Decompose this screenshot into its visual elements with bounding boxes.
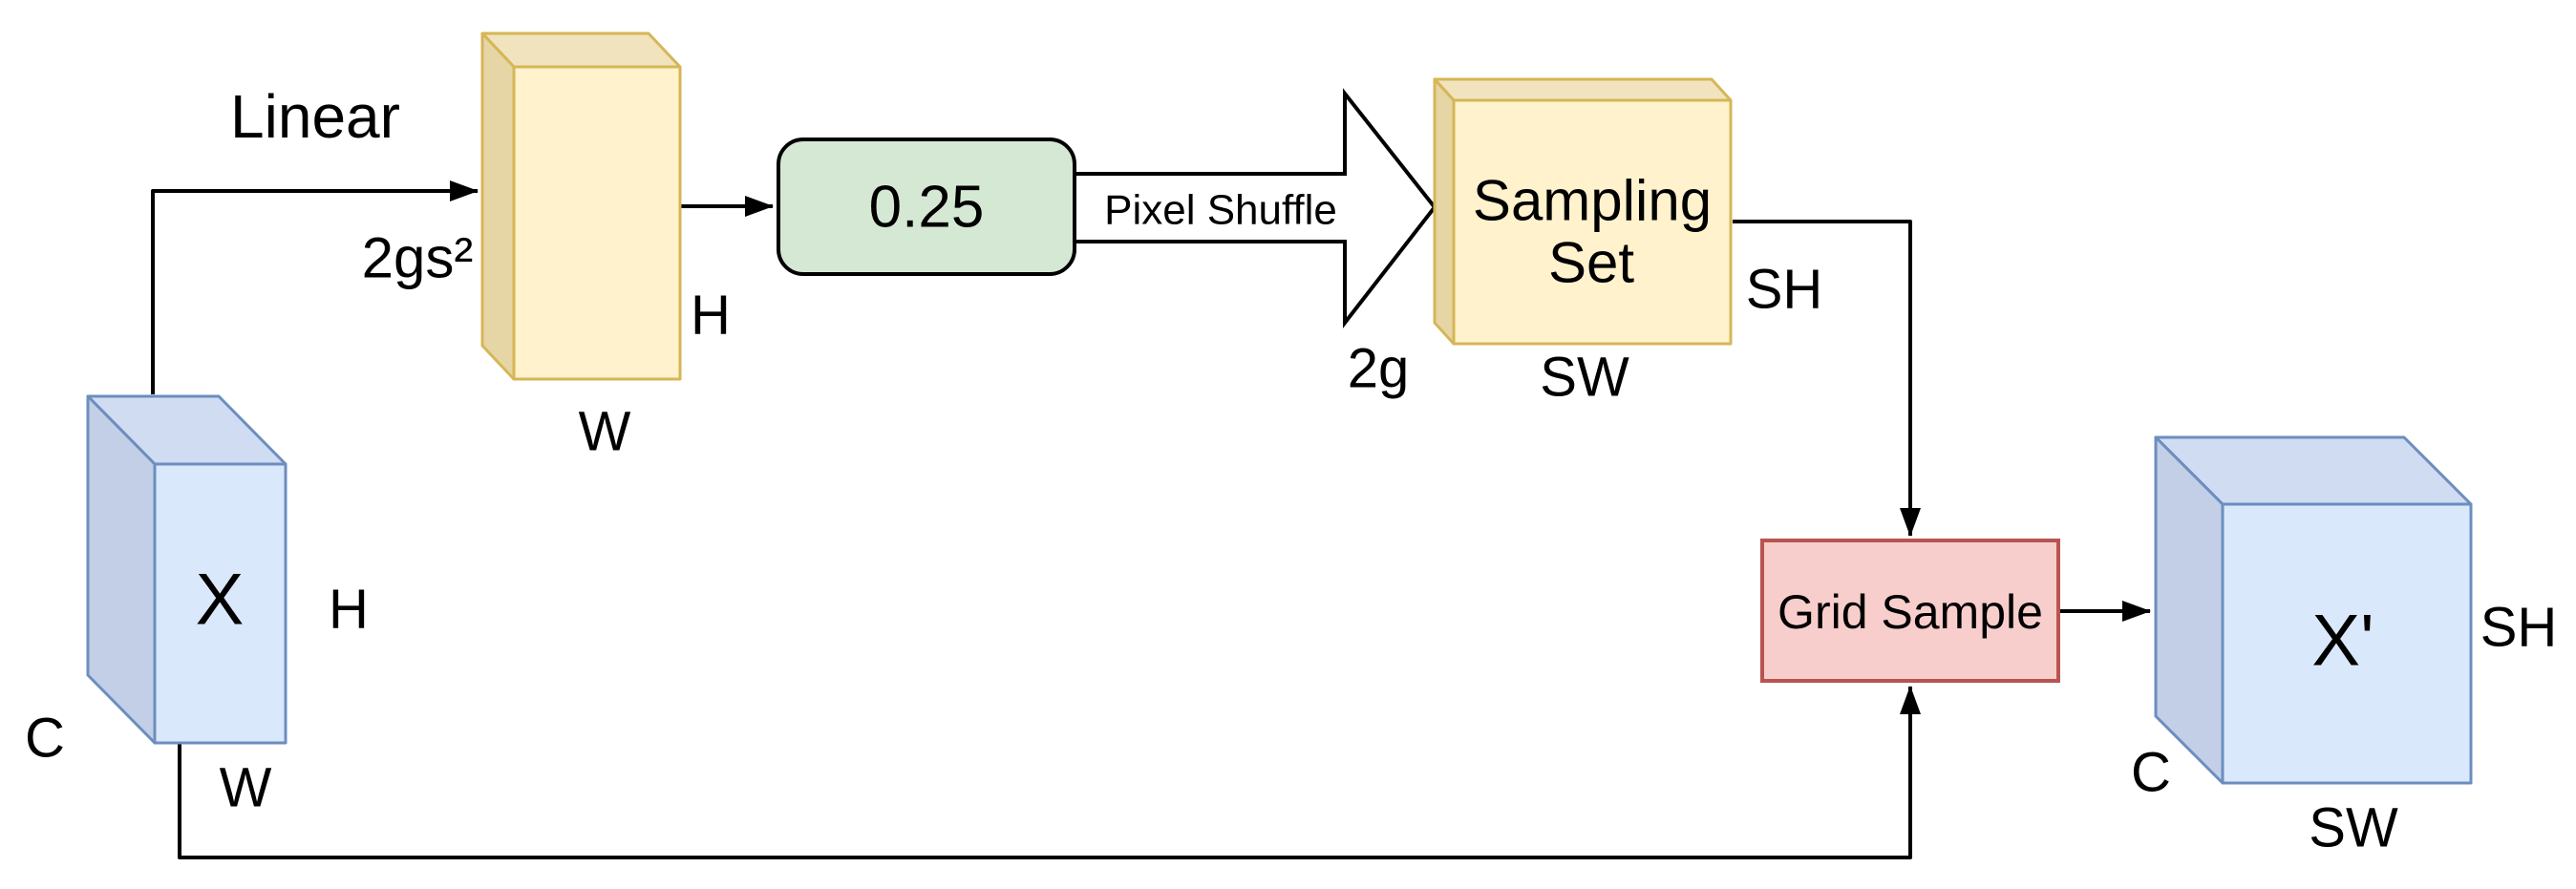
input-tensor-front-face: [153, 462, 287, 745]
offset-height-dim-label: H: [691, 285, 731, 347]
sampling-set-side-face: [1433, 77, 1456, 346]
scale-factor-box: 0.25: [777, 138, 1076, 276]
grid-sample-box: Grid Sample: [1760, 539, 2060, 683]
output-channel-dim-label: C: [2131, 742, 2171, 804]
offset-tensor-front-face: [512, 65, 682, 381]
sampling-width-dim-label: SW: [1540, 347, 1629, 409]
scale-factor-label: 0.25: [869, 175, 985, 241]
output-tensor-label: X': [2311, 601, 2374, 682]
scale-factor-box-shape: [777, 138, 1076, 276]
offset-channels-dim-label: 2gs²: [362, 226, 474, 290]
pixel-shuffle-label: Pixel Shuffle: [1104, 187, 1337, 234]
sampling-set-label-line1: Sampling: [1473, 169, 1712, 233]
sampling-set-cube: Sampling Set: [1433, 77, 1733, 346]
input-tensor-cube: X: [86, 394, 287, 745]
offset-width-dim-label: W: [579, 401, 631, 463]
output-tensor-front-face: [2221, 502, 2473, 785]
sampling-set-top-face: [1433, 77, 1733, 102]
input-tensor-label: X: [196, 560, 245, 641]
sampling-to-grid-sample-edge: [1733, 220, 1921, 537]
pixel-shuffle-groups-dim-label: 2g: [1348, 338, 1410, 400]
grid-sample-label: Grid Sample: [1778, 585, 2043, 639]
input-height-dim-label: H: [329, 579, 369, 641]
linear-edge: [151, 180, 479, 394]
output-width-dim-label: SW: [2309, 797, 2398, 859]
linear-edge-label: Linear: [230, 82, 400, 151]
offset-tensor-cube: [480, 32, 682, 381]
input-width-dim-label: W: [220, 757, 272, 819]
sampling-set-label-line2: Set: [1548, 231, 1634, 295]
output-height-dim-label: SH: [2480, 597, 2558, 659]
output-tensor-cube: X': [2154, 435, 2473, 785]
pixel-shuffle-arrow: [1073, 88, 1437, 328]
input-channel-dim-label: C: [25, 708, 65, 770]
sampling-set-front-face: [1452, 98, 1733, 346]
input-to-grid-sample-edge: [178, 686, 1921, 859]
sampling-height-dim-label: SH: [1746, 259, 1823, 321]
offset-tensor-top-face: [480, 32, 682, 69]
grid-sample-box-shape: [1760, 539, 2060, 683]
offset-tensor-side-face: [480, 32, 516, 381]
